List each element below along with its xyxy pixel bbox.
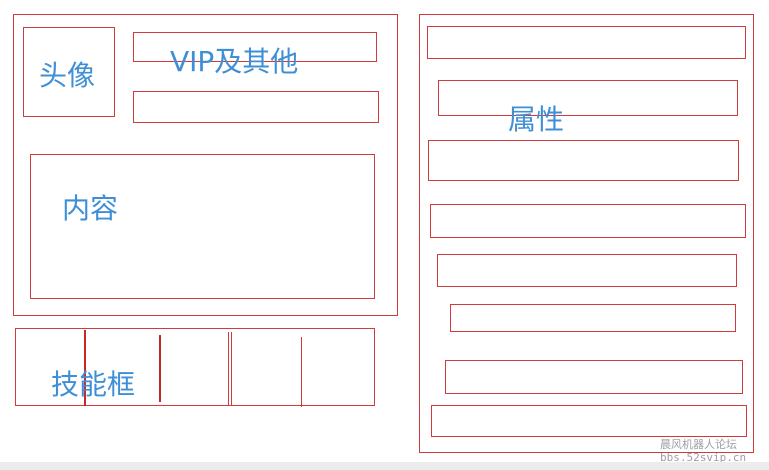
- attributes-panel: [419, 14, 754, 453]
- attribute-row-4: [430, 204, 746, 238]
- attribute-row-5: [437, 254, 737, 287]
- attribute-row-6: [450, 304, 736, 332]
- bottom-strip: [0, 462, 769, 470]
- skill-divider-3b: [231, 332, 232, 406]
- attribute-row-7: [445, 360, 743, 394]
- skill-divider-3a: [228, 332, 229, 406]
- attributes-label: 属性: [508, 103, 565, 136]
- skill-bar: [15, 328, 375, 406]
- skills-label: 技能框: [51, 368, 136, 401]
- avatar-label: 头像: [39, 59, 96, 92]
- attribute-row-3: [428, 140, 739, 181]
- skill-divider-4: [301, 337, 302, 407]
- vip-bar-1: [133, 32, 377, 62]
- content-box: [30, 154, 375, 299]
- vip-bar-2: [133, 91, 379, 123]
- skill-divider-1: [84, 330, 86, 406]
- attribute-row-1: [427, 26, 746, 59]
- watermark: 晨风机器人论坛 bbs.52svip.cn: [660, 438, 746, 464]
- watermark-line-2: bbs.52svip.cn: [660, 451, 747, 464]
- content-label: 内容: [62, 192, 119, 225]
- vip-label: VIP及其他: [170, 45, 299, 78]
- watermark-line-1: 晨风机器人论坛: [660, 438, 737, 451]
- attribute-row-8: [431, 405, 747, 437]
- attribute-row-2: [438, 80, 738, 116]
- avatar-box: [23, 27, 115, 117]
- skill-divider-2: [159, 335, 161, 402]
- left-panel: [13, 14, 398, 316]
